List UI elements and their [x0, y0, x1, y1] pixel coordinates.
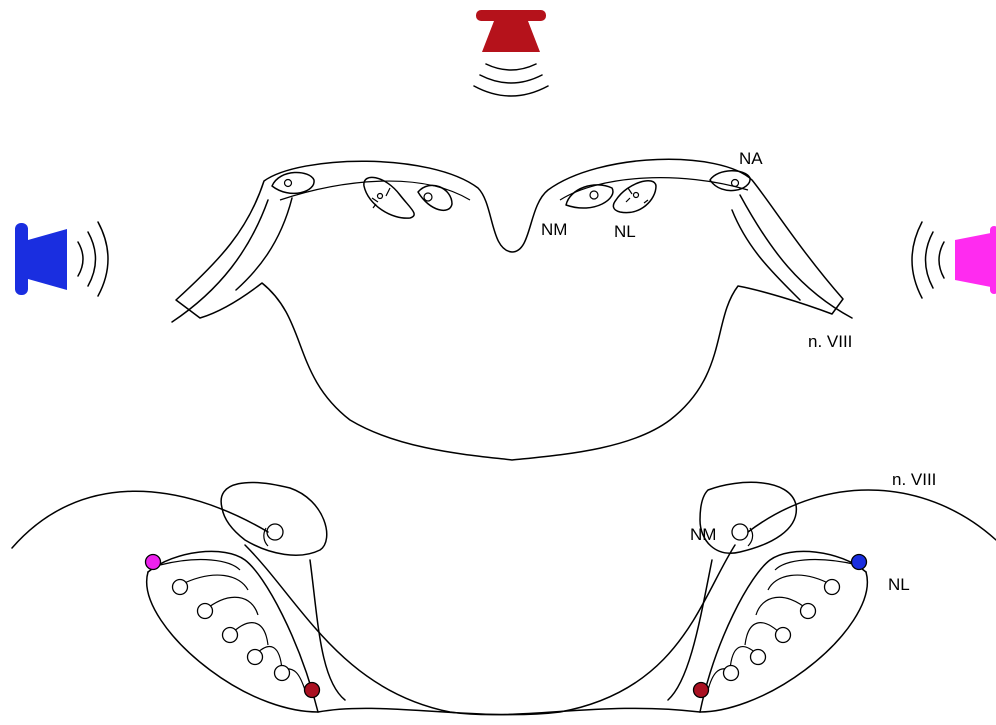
label-nerve-upper: n. VIII [808, 332, 852, 351]
label-nm-upper: NM [541, 220, 567, 239]
label-nerve-lower: n. VIII [892, 470, 936, 489]
label-na: NA [739, 149, 763, 168]
speaker-top-icon [474, 10, 548, 96]
label-nm-lower: NM [690, 525, 716, 544]
label-nl-lower: NL [888, 575, 910, 594]
speaker-right-icon [912, 222, 996, 298]
neuron-red-left [305, 683, 320, 698]
neuron-blue [852, 555, 867, 570]
projection-circuit [12, 482, 996, 714]
speaker-left-icon [15, 222, 108, 296]
brainstem-cross-section [172, 159, 852, 460]
neuron-red-right [694, 683, 709, 698]
neuron-magenta [146, 555, 161, 570]
label-nl-upper: NL [614, 222, 636, 241]
